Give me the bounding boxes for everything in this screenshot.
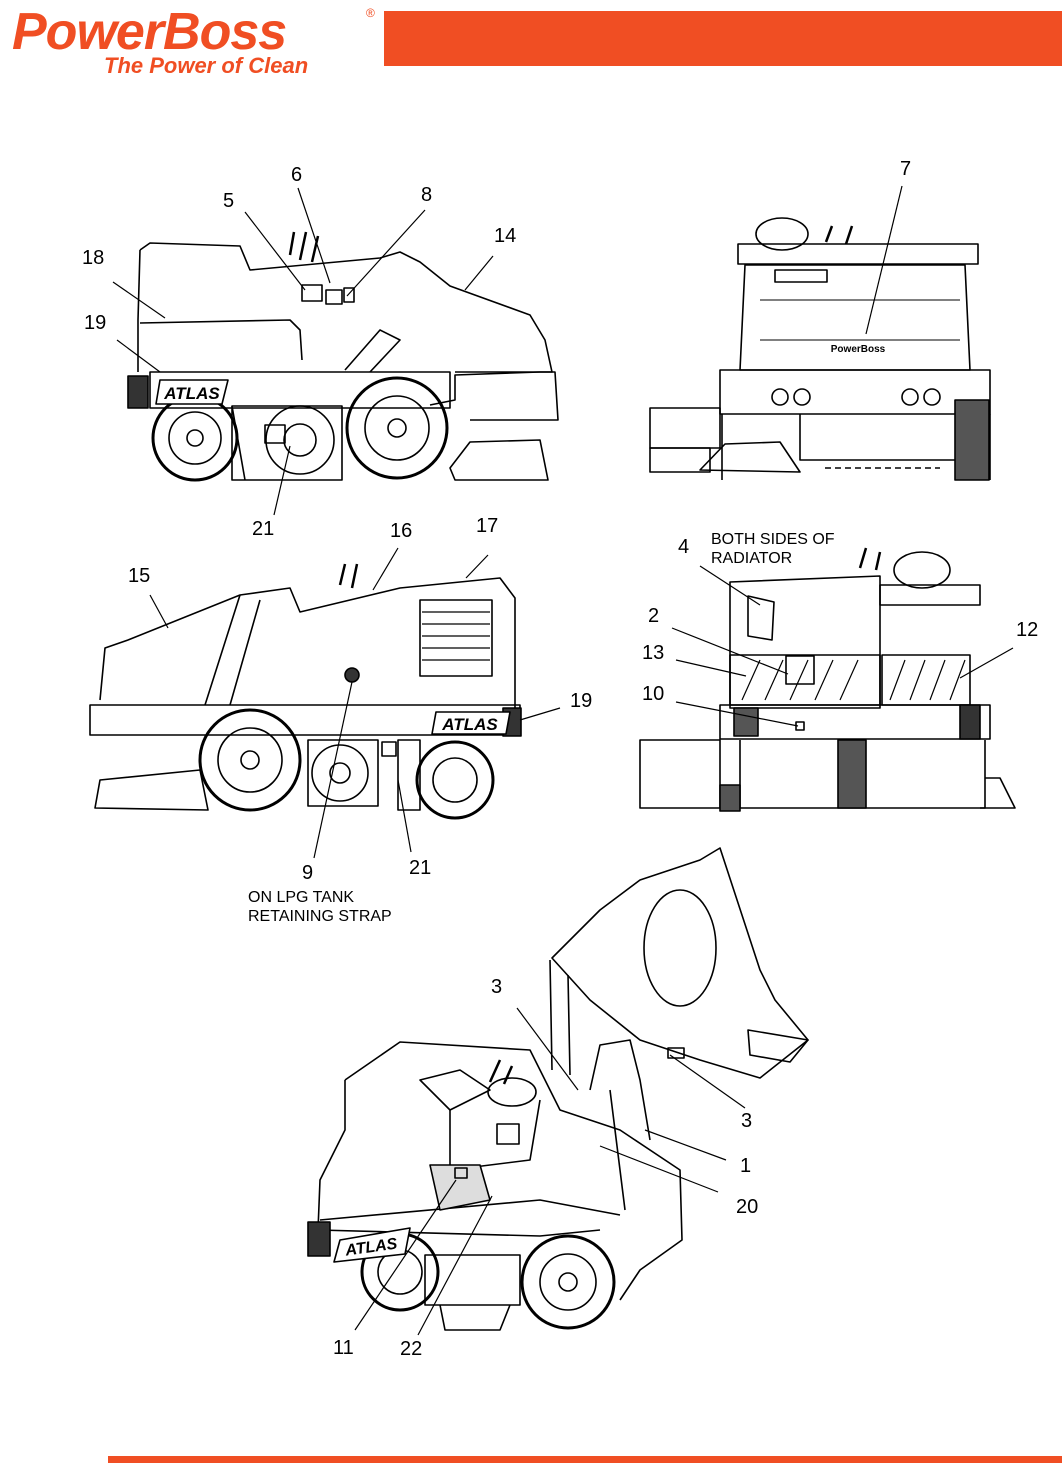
callout-19: 19	[84, 312, 107, 334]
callout-20: 20	[736, 1196, 759, 1218]
atlas-decal-left: ATLAS	[163, 384, 220, 403]
atlas-decal-right: ATLAS	[441, 715, 498, 734]
callout-4: 4	[678, 536, 690, 558]
callout-7: 7	[900, 158, 912, 180]
callout-21: 21	[252, 518, 275, 540]
callout-5: 5	[223, 190, 235, 212]
callout-10: 10	[642, 683, 665, 705]
front-view	[639, 547, 1016, 812]
callout-3-bottom: 3	[741, 1110, 753, 1132]
callout-18: 18	[82, 247, 105, 269]
callout-11: 11	[333, 1337, 354, 1359]
right-side-view	[89, 563, 522, 820]
header-accent-bar	[384, 11, 1062, 66]
leader-lines	[112, 185, 1014, 1336]
callout-12: 12	[1016, 619, 1039, 641]
rear-view	[649, 217, 991, 481]
callout-21-right: 21	[409, 857, 432, 879]
callout-8: 8	[421, 184, 433, 206]
perspective-view	[307, 847, 809, 1331]
callout-1: 1	[740, 1155, 752, 1177]
callout-9: 9	[302, 862, 314, 884]
rear-powerboss-decal: PowerBoss	[831, 344, 886, 355]
logo-wordmark: PowerBoss	[12, 3, 287, 61]
callout-6: 6	[291, 164, 303, 186]
callout-14: 14	[494, 225, 517, 247]
callout-2: 2	[648, 605, 660, 627]
powerboss-logo: PowerBoss ® The Power of Clean	[12, 3, 382, 78]
callout-16: 16	[390, 520, 413, 542]
footer-accent-bar	[108, 1456, 1062, 1463]
callout-13: 13	[642, 642, 665, 664]
registered-mark: ®	[366, 6, 375, 20]
callout-3-top: 3	[491, 976, 503, 998]
callout-15: 15	[128, 565, 151, 587]
radiator-note: BOTH SIDES OF RADIATOR	[711, 531, 835, 567]
logo-tagline: The Power of Clean	[104, 53, 309, 78]
left-side-view	[127, 231, 559, 482]
lpg-tank-note: ON LPG TANK RETAINING STRAP	[248, 889, 392, 925]
callout-17: 17	[476, 515, 499, 537]
callout-22: 22	[400, 1338, 423, 1360]
callout-19-right: 19	[570, 690, 593, 712]
